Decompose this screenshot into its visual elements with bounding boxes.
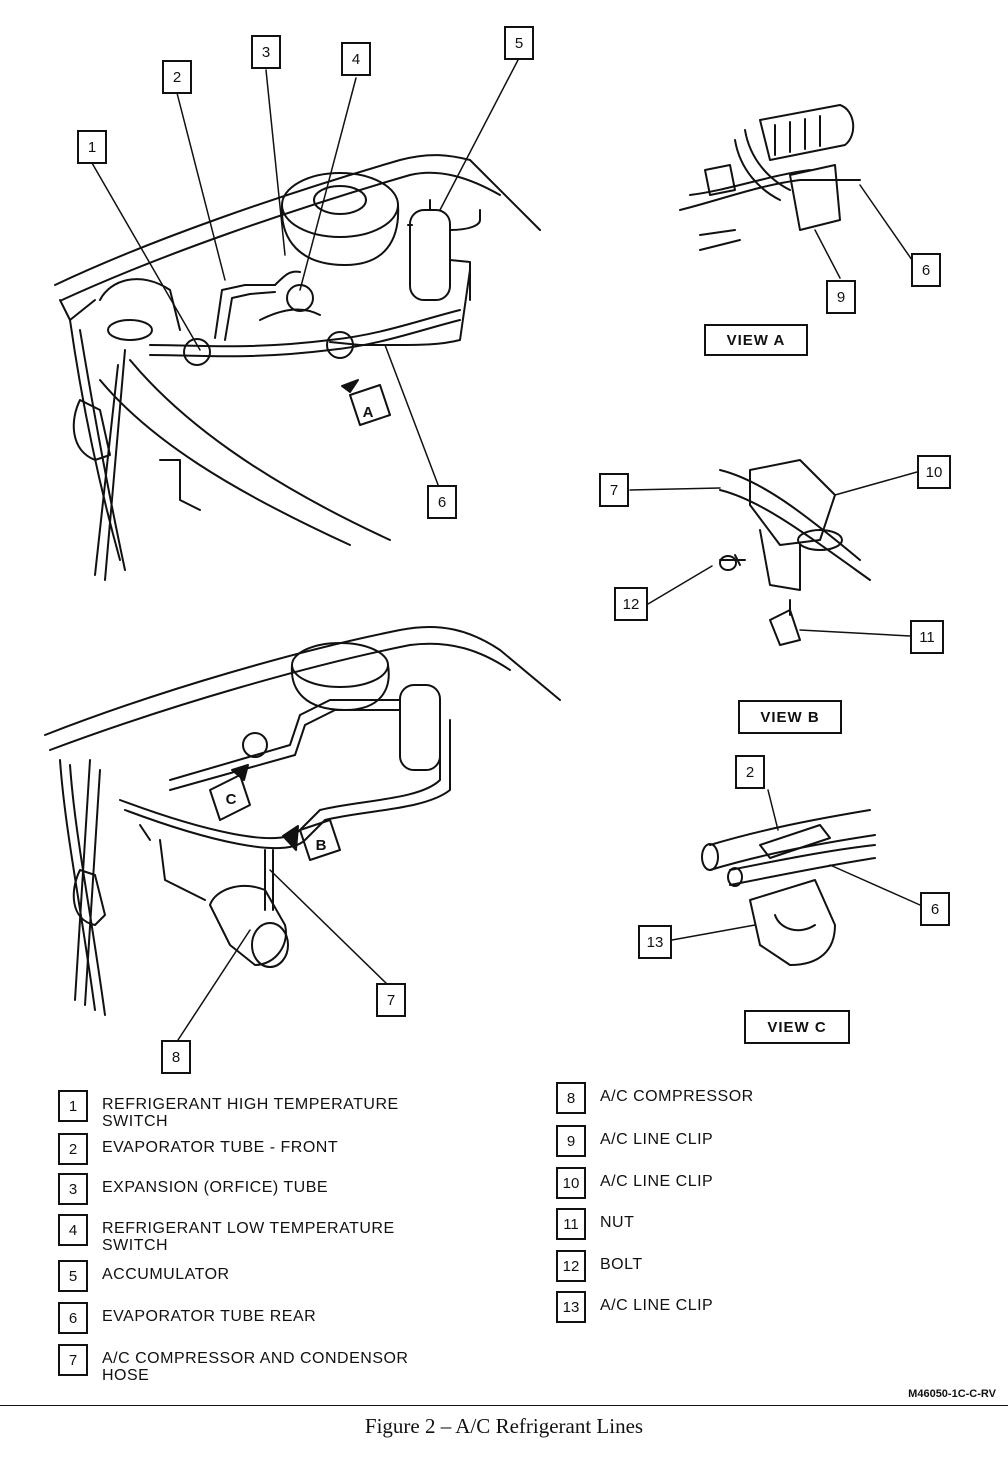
legend-label: A/C COMPRESSOR AND CONDENSOR HOSE [102, 1350, 409, 1384]
legend-label: EVAPORATOR TUBE REAR [102, 1308, 317, 1325]
legend-item-6: 6 EVAPORATOR TUBE REAR [58, 1302, 316, 1334]
legend-number: 3 [58, 1173, 88, 1205]
view-b-callout-7: 7 [599, 473, 629, 507]
legend-number: 5 [58, 1260, 88, 1292]
legend-item-9: 9 A/C LINE CLIP [556, 1125, 713, 1157]
callout-a: A [362, 403, 374, 421]
view-c-callout-13: 13 [638, 925, 672, 959]
engine-bay-top-drawing [54, 154, 541, 581]
legend-number: 4 [58, 1214, 88, 1246]
legend-label: A/C COMPRESSOR [600, 1088, 754, 1105]
legend-number: 6 [58, 1302, 88, 1334]
legend-label: EVAPORATOR TUBE - FRONT [102, 1139, 339, 1156]
legend-label: NUT [600, 1214, 635, 1231]
legend-label: ACCUMULATOR [102, 1266, 230, 1283]
caption-rule [0, 1405, 1008, 1406]
callout-5: 5 [504, 26, 534, 60]
view-b-callout-12: 12 [614, 587, 648, 621]
callout-7-main: 7 [376, 983, 406, 1017]
legend-label: REFRIGERANT LOW TEMPERATURE SWITCH [102, 1220, 395, 1254]
view-a-label: VIEW A [704, 324, 808, 356]
view-a-callout-9: 9 [826, 280, 856, 314]
drawing-code: M46050-1C-C-RV [908, 1388, 996, 1400]
legend-number: 13 [556, 1291, 586, 1323]
legend-number: 2 [58, 1133, 88, 1165]
callout-b: B [315, 836, 327, 854]
legend-label: EXPANSION (ORFICE) TUBE [102, 1179, 329, 1196]
view-b-drawing [719, 459, 871, 646]
callout-3: 3 [251, 35, 281, 69]
legend-item-3: 3 EXPANSION (ORFICE) TUBE [58, 1173, 328, 1205]
view-b-callout-10: 10 [917, 455, 951, 489]
leader-lines [91, 59, 921, 1041]
legend-label: A/C LINE CLIP [600, 1297, 714, 1314]
legend-label: A/C LINE CLIP [600, 1131, 714, 1148]
legend-item-1: 1 REFRIGERANT HIGH TEMPERATURE SWITCH [58, 1090, 399, 1130]
view-a-drawing [679, 104, 861, 251]
legend-item-7: 7 A/C COMPRESSOR AND CONDENSOR HOSE [58, 1344, 408, 1384]
callout-c: C [225, 790, 237, 808]
view-c-callout-6: 6 [920, 892, 950, 926]
legend-number: 10 [556, 1167, 586, 1199]
callout-4: 4 [341, 42, 371, 76]
legend-number: 8 [556, 1082, 586, 1114]
legend-number: 11 [556, 1208, 586, 1240]
view-b-label: VIEW B [738, 700, 842, 734]
legend-item-2: 2 EVAPORATOR TUBE - FRONT [58, 1133, 338, 1165]
legend-item-12: 12 BOLT [556, 1250, 643, 1282]
legend-number: 7 [58, 1344, 88, 1376]
legend-item-8: 8 A/C COMPRESSOR [556, 1082, 754, 1114]
view-a-callout-6: 6 [911, 253, 941, 287]
legend-item-10: 10 A/C LINE CLIP [556, 1167, 713, 1199]
legend-item-5: 5 ACCUMULATOR [58, 1260, 230, 1292]
legend-number: 9 [556, 1125, 586, 1157]
callout-2: 2 [162, 60, 192, 94]
callout-1: 1 [77, 130, 107, 164]
view-b-callout-11: 11 [910, 620, 944, 654]
legend-item-4: 4 REFRIGERANT LOW TEMPERATURE SWITCH [58, 1214, 395, 1254]
legend-number: 1 [58, 1090, 88, 1122]
engine-bay-bottom-drawing [44, 625, 561, 1016]
callout-8: 8 [161, 1040, 191, 1074]
figure-caption: Figure 2 – A/C Refrigerant Lines [364, 1414, 644, 1438]
callout-6-main: 6 [427, 485, 457, 519]
legend-label: REFRIGERANT HIGH TEMPERATURE SWITCH [102, 1096, 399, 1130]
legend-number: 12 [556, 1250, 586, 1282]
view-c-label: VIEW C [744, 1010, 850, 1044]
legend-label: A/C LINE CLIP [600, 1173, 714, 1190]
legend-item-11: 11 NUT [556, 1208, 634, 1240]
legend-item-13: 13 A/C LINE CLIP [556, 1291, 713, 1323]
view-c-drawing [701, 809, 876, 966]
legend-label: BOLT [600, 1256, 643, 1273]
view-c-callout-2: 2 [735, 755, 765, 789]
